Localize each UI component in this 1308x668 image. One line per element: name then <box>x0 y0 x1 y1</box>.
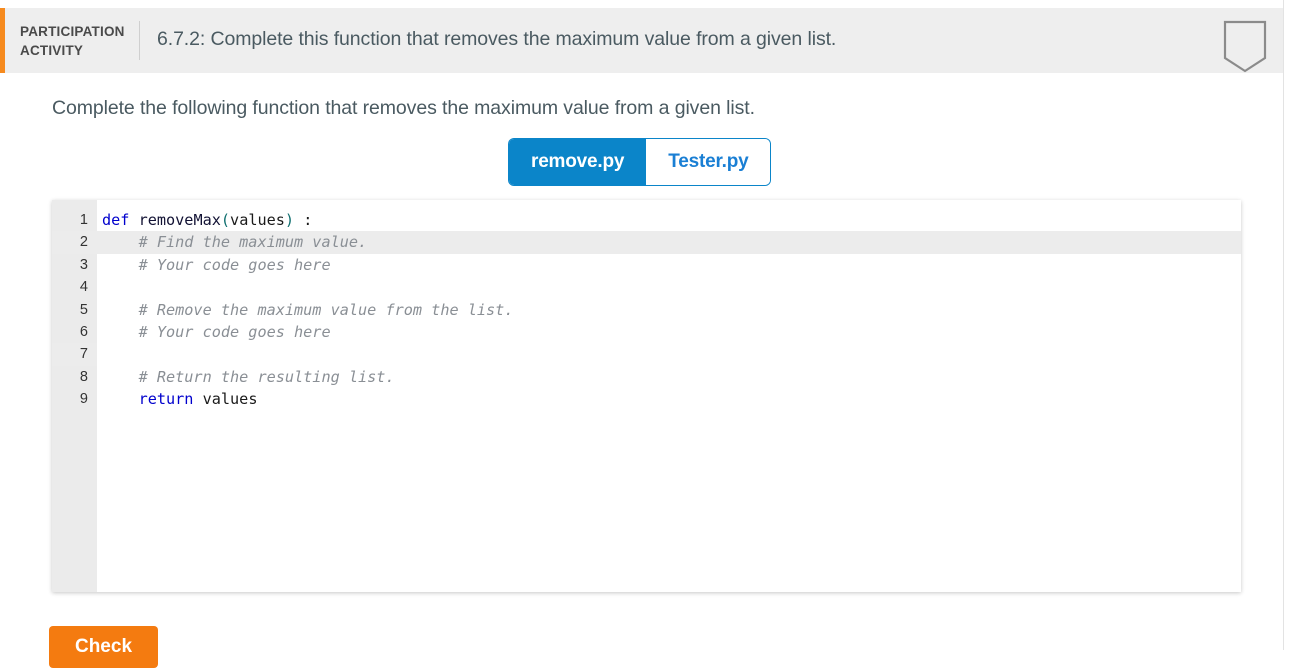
code-line-text[interactable] <box>97 343 1241 365</box>
code-token: # Remove the maximum value from the list… <box>102 300 514 319</box>
code-token: removeMax <box>138 211 221 229</box>
code-token: ) <box>284 211 295 229</box>
code-token: values <box>193 390 258 409</box>
line-number: 1 <box>79 212 88 228</box>
code-token: # Your code goes here <box>102 322 331 341</box>
line-number: 5 <box>79 301 88 318</box>
prompt-text: Complete the following function that rem… <box>52 97 755 119</box>
line-number: 8 <box>79 368 88 385</box>
activity-kicker-line1: PARTICIPATION <box>20 24 125 39</box>
page-right-margin <box>1285 0 1308 650</box>
code-token <box>129 211 138 229</box>
code-line-text[interactable]: # Your code goes here <box>97 321 1241 343</box>
code-line[interactable]: 9 return values <box>52 388 1241 410</box>
code-line[interactable]: 4 <box>52 276 1241 298</box>
code-line[interactable]: 5 # Remove the maximum value from the li… <box>52 299 1241 321</box>
line-number: 6 <box>79 323 88 340</box>
code-line-text[interactable]: return values <box>97 388 1241 410</box>
code-line[interactable]: 7 <box>52 343 1241 366</box>
code-line-text[interactable] <box>97 276 1241 298</box>
code-token: # Your code goes here <box>102 255 331 274</box>
line-number: 9 <box>79 391 88 408</box>
code-token: def <box>102 211 130 229</box>
line-number: 4 <box>79 279 88 296</box>
code-token: # Find the maximum value. <box>102 233 368 252</box>
code-line[interactable]: 3 # Your code goes here <box>52 254 1241 276</box>
code-line[interactable]: 8 # Return the resulting list. <box>52 366 1241 388</box>
line-number: 7 <box>52 343 97 366</box>
code-token: # Return the resulting list. <box>102 367 395 386</box>
code-line-text[interactable]: # Return the resulting list. <box>97 366 1241 388</box>
participation-activity-header: PARTICIPATION ACTIVITY 6.7.2: Complete t… <box>0 8 1283 73</box>
file-tabs: remove.py Tester.py <box>509 139 771 185</box>
code-line[interactable]: 2 # Find the maximum value. <box>52 231 1241 254</box>
activity-kicker: PARTICIPATION ACTIVITY <box>20 22 130 60</box>
line-number: 2 <box>79 234 88 251</box>
activity-title: 6.7.2: Complete this function that remov… <box>157 28 837 50</box>
activity-accent-bar <box>0 8 5 73</box>
code-line-text[interactable]: # Remove the maximum value from the list… <box>97 299 1241 321</box>
code-token <box>102 390 139 408</box>
header-divider <box>139 21 140 60</box>
tab-remove-py[interactable]: remove.py <box>509 139 647 185</box>
code-line-text[interactable]: # Find the maximum value. <box>97 231 1241 253</box>
activity-kicker-line2: ACTIVITY <box>20 43 84 58</box>
code-line[interactable]: 1 def removeMax(values) : <box>52 209 1241 231</box>
check-button[interactable]: Check <box>49 626 158 668</box>
tab-tester-py[interactable]: Tester.py <box>646 139 771 185</box>
editor-line-number-gutter <box>52 200 97 592</box>
code-token: : <box>294 211 313 229</box>
code-line-text[interactable]: def removeMax(values) : <box>97 209 1241 231</box>
line-number: 3 <box>79 256 88 273</box>
bookmark-outline-icon[interactable] <box>1223 20 1267 73</box>
code-token: values <box>230 211 285 229</box>
code-line-text[interactable]: # Your code goes here <box>97 254 1241 276</box>
code-token: return <box>138 390 194 409</box>
code-token: ( <box>220 211 231 229</box>
code-line[interactable]: 6 # Your code goes here <box>52 321 1241 343</box>
